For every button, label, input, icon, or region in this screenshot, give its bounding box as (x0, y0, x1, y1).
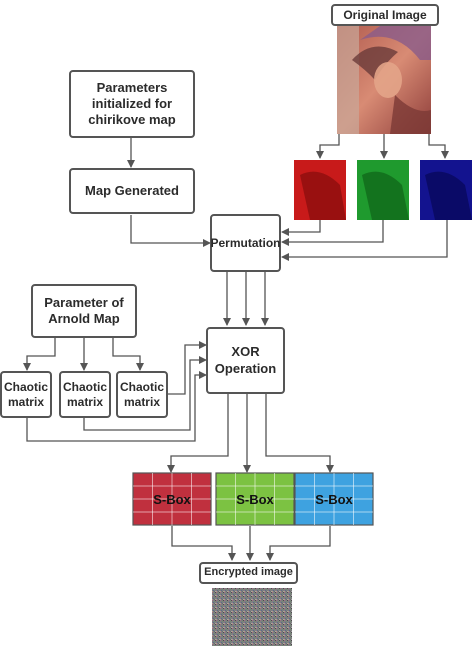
connectors (23, 134, 449, 561)
permutation-box: Permutation (210, 214, 281, 272)
chaotic-matrix-3: Chaotic matrix (116, 371, 168, 418)
chaotic-matrix-2: Chaotic matrix (59, 371, 111, 418)
sbox-3: S-Box (294, 472, 374, 526)
rgb-channel-images (294, 160, 472, 220)
chirikove-parameters-box: Parameters initialized for chirikove map (69, 70, 195, 138)
map-generated-box: Map Generated (69, 168, 195, 214)
sbox-label: S-Box (236, 492, 274, 507)
xor-operation-box: XOR Operation (206, 327, 285, 394)
sbox-group: S-Box S-Box S-Box (132, 472, 374, 526)
sbox-label: S-Box (315, 492, 353, 507)
chaotic-matrix-1: Chaotic matrix (0, 371, 52, 418)
sbox-2: S-Box (215, 472, 295, 526)
arnold-parameter-box: Parameter of Arnold Map (31, 284, 137, 338)
encrypted-image-picture (212, 588, 292, 646)
original-image-label: Original Image (331, 4, 439, 26)
sbox-1: S-Box (132, 472, 212, 526)
sbox-label: S-Box (153, 492, 191, 507)
encrypted-image-label: Encrypted image (199, 562, 298, 584)
original-image-picture (337, 26, 431, 134)
